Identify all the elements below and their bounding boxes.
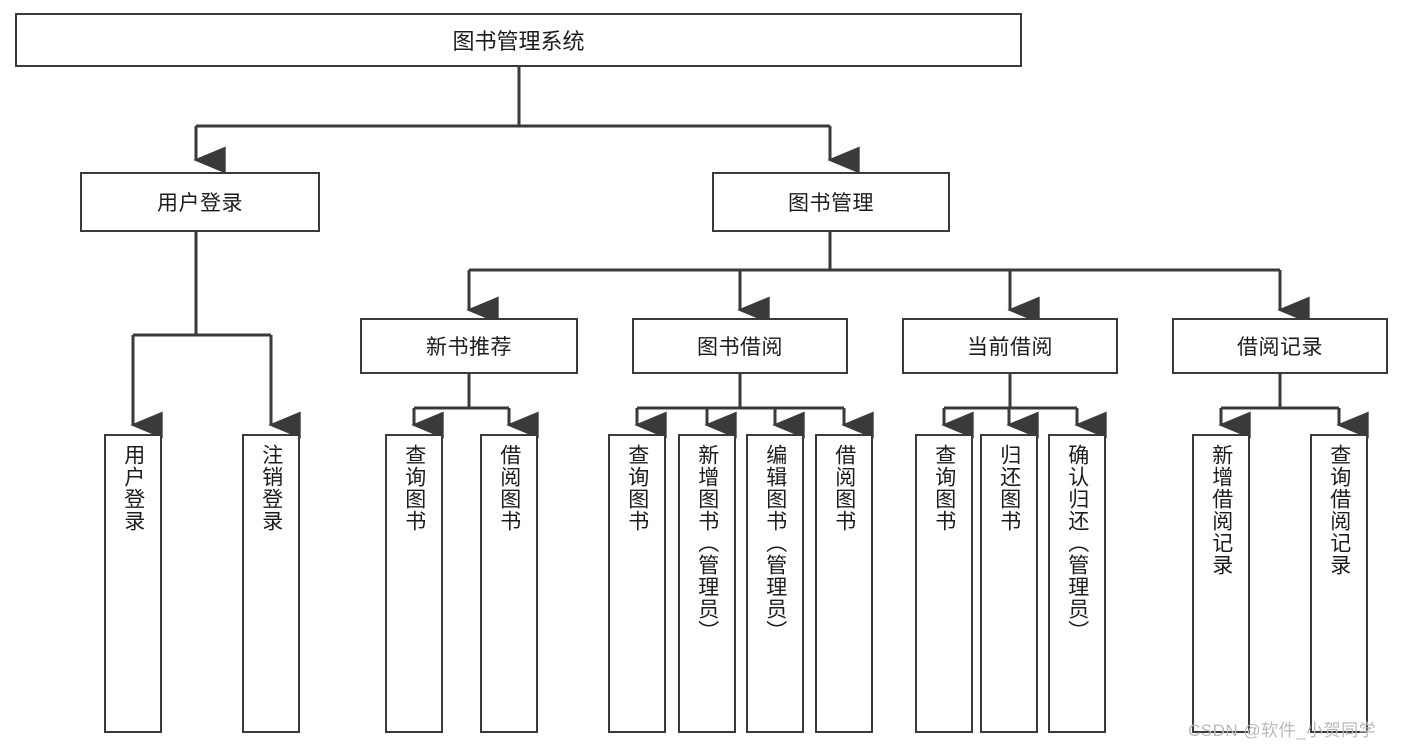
leaf-label: 查询图书 [625, 444, 649, 532]
leaf-label: 用户登录 [121, 444, 145, 532]
leaf-book-borrow-borrow[interactable]: 借阅图书 [815, 434, 873, 733]
node-label: 图书借阅 [697, 336, 783, 359]
node-book-management[interactable]: 图书管理 [712, 172, 950, 232]
node-label: 借阅记录 [1237, 336, 1323, 359]
leaf-user-login-login[interactable]: 用户登录 [104, 434, 162, 733]
node-label: 新书推荐 [426, 336, 512, 359]
leaf-label: 查询图书 [932, 444, 956, 532]
node-book-borrow[interactable]: 图书借阅 [632, 318, 848, 374]
node-label: 当前借阅 [967, 336, 1053, 359]
csdn-watermark: CSDN @软件_小贺同学 [1188, 721, 1377, 740]
leaf-user-login-logout[interactable]: 注销登录 [242, 434, 300, 733]
node-current-borrow[interactable]: 当前借阅 [902, 318, 1118, 374]
leaf-label: 注销登录 [259, 444, 283, 532]
node-borrow-record[interactable]: 借阅记录 [1172, 318, 1388, 374]
node-user-login[interactable]: 用户登录 [80, 172, 320, 232]
node-label: 图书管理 [788, 192, 874, 215]
leaf-label: 编辑图书（管理员） [763, 444, 787, 642]
leaf-borrow-record-query[interactable]: 查询借阅记录 [1310, 434, 1368, 733]
node-root-system[interactable]: 图书管理系统 [15, 13, 1022, 67]
leaf-current-borrow-confirm-return[interactable]: 确认归还（管理员） [1048, 434, 1106, 733]
leaf-label: 查询借阅记录 [1327, 444, 1351, 576]
leaf-label: 借阅图书 [832, 444, 856, 532]
leaf-book-borrow-edit[interactable]: 编辑图书（管理员） [746, 434, 804, 733]
node-label: 用户登录 [157, 192, 243, 215]
leaf-label: 新增借阅记录 [1209, 444, 1233, 576]
leaf-current-borrow-return[interactable]: 归还图书 [980, 434, 1038, 733]
leaf-book-borrow-add[interactable]: 新增图书（管理员） [678, 434, 736, 733]
leaf-borrow-record-add[interactable]: 新增借阅记录 [1192, 434, 1250, 733]
leaf-label: 借阅图书 [497, 444, 521, 532]
leaf-book-borrow-query[interactable]: 查询图书 [608, 434, 666, 733]
leaf-label: 归还图书 [997, 444, 1021, 532]
leaf-new-book-query[interactable]: 查询图书 [385, 434, 443, 733]
leaf-label: 确认归还（管理员） [1065, 444, 1089, 642]
node-new-book-recommend[interactable]: 新书推荐 [360, 318, 578, 374]
leaf-new-book-borrow[interactable]: 借阅图书 [480, 434, 538, 733]
leaf-current-borrow-query[interactable]: 查询图书 [915, 434, 973, 733]
leaf-label: 新增图书（管理员） [695, 444, 719, 642]
node-label: 图书管理系统 [452, 29, 585, 54]
leaf-label: 查询图书 [402, 444, 426, 532]
